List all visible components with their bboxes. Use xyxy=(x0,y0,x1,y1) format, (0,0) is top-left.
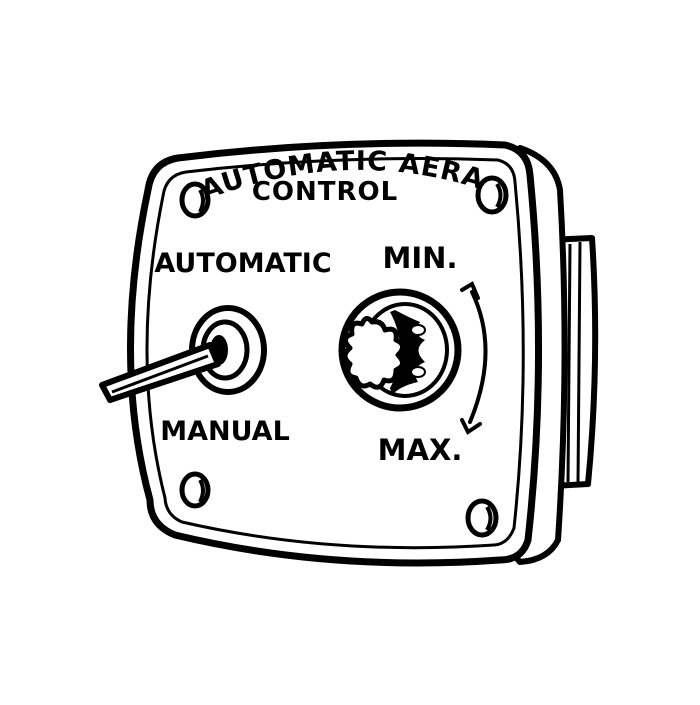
screw-bottom-left-icon xyxy=(179,471,211,509)
screw-top-left-icon xyxy=(179,181,211,219)
panel-title-line2: CONTROL xyxy=(252,177,398,207)
toggle-label-automatic: AUTOMATIC xyxy=(154,248,331,279)
mounting-screws xyxy=(179,175,509,538)
adjustment-knob[interactable] xyxy=(338,288,462,412)
toggle-label-manual: MANUAL xyxy=(160,416,290,447)
panel-bevel xyxy=(145,157,525,550)
rotation-arrow-icon xyxy=(460,281,488,435)
knob-label-min: MIN. xyxy=(383,241,458,275)
toggle-switch[interactable] xyxy=(99,305,267,403)
panel-face xyxy=(127,139,543,567)
knob-cap[interactable] xyxy=(342,316,405,390)
knob-label-max: MAX. xyxy=(378,433,463,467)
panel-title-line1: AUTOMATIC AERATOR xyxy=(0,0,487,206)
screw-top-right-icon xyxy=(475,175,509,215)
screw-bottom-right-icon xyxy=(465,498,499,538)
